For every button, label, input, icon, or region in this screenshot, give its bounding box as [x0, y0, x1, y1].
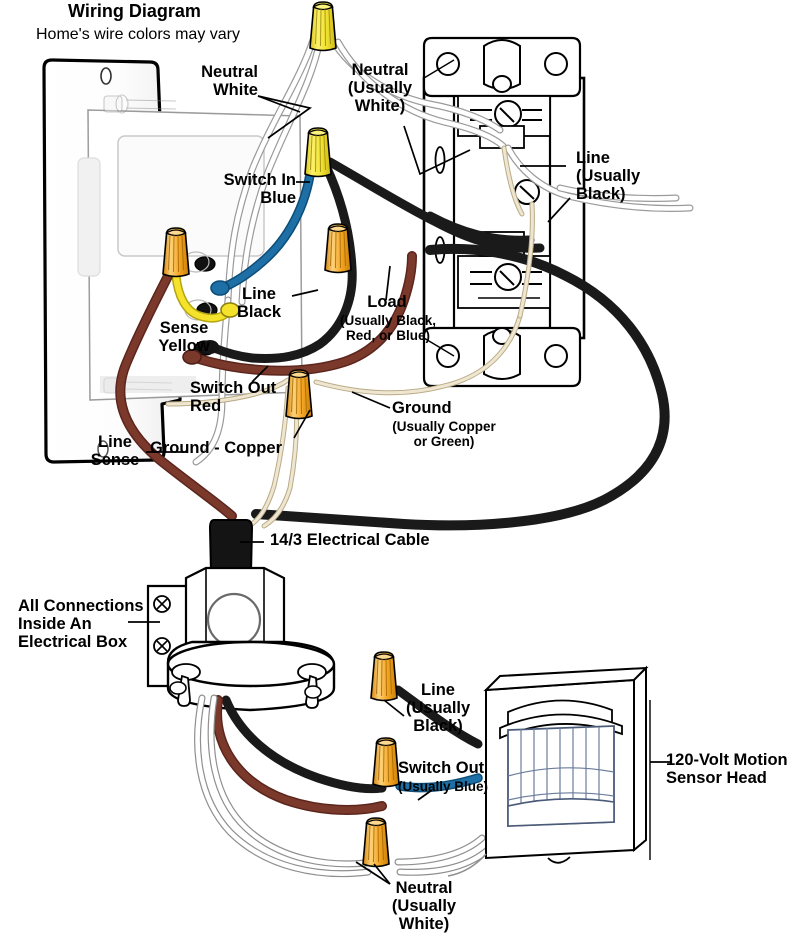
electrical-box-device	[422, 36, 586, 388]
label-all-connections: All Connections Inside An Electrical Box	[18, 597, 144, 651]
label-line-sense: Line Sense	[90, 433, 140, 469]
label-cable: 14/3 Electrical Cable	[270, 531, 430, 549]
motion-sensor-head	[447, 665, 649, 877]
wire-bundle-upper	[115, 34, 694, 531]
label-neutral-usually-white-bottom: Neutral (Usually White)	[391, 879, 457, 933]
wire-nut-line-bottom	[370, 651, 398, 702]
label-switch-in-blue: Switch In Blue	[223, 171, 296, 207]
label-line-usually-black-top: Line (Usually Black)	[576, 149, 641, 203]
label-line-usually-black-bottom: Line (Usually Black)	[406, 681, 471, 735]
dimmer-switch-body	[42, 58, 303, 464]
label-line-black: Line Black	[236, 285, 282, 321]
label-switch-out-bottom: Switch Out	[398, 759, 485, 777]
load-black-wire	[251, 243, 670, 531]
label-switch-out-bottom-sub: (Usually Blue)	[398, 779, 489, 794]
line-black-wire	[201, 157, 545, 363]
sense-yellow-wire	[171, 271, 240, 323]
wire-nut-neutral-top	[309, 1, 337, 52]
wire-bundle-lower	[194, 685, 496, 878]
label-switch-out-red: Switch Out Red	[190, 379, 277, 415]
wire-nut-load	[324, 223, 352, 274]
wire-nut-neutral-bottom	[362, 817, 390, 868]
label-ground: Ground	[392, 399, 452, 417]
ground-copper-wires	[165, 145, 535, 529]
label-sensor-head: 120-Volt Motion Sensor Head	[666, 751, 788, 787]
page-title: Wiring Diagram	[68, 1, 201, 21]
label-sense-yellow: Sense Yellow	[158, 319, 210, 355]
label-neutral-usually-white-top: Neutral (Usually White)	[338, 61, 422, 115]
leader-lines	[128, 95, 672, 885]
wire-nut-sense	[162, 227, 190, 278]
wire-nut-switch-in	[304, 127, 332, 178]
page-subtitle: Home's wire colors may vary	[36, 26, 240, 43]
switch-in-blue-wire	[210, 163, 316, 296]
line-sense-red-wire	[115, 271, 237, 521]
label-load: Load	[367, 293, 407, 311]
switch-out-red-wire	[182, 251, 417, 376]
label-neutral-top-text: Neutral (Usually White)	[347, 61, 413, 115]
label-load-sub: (Usually Black, Red, or Blue)	[339, 313, 437, 343]
round-junction-box	[146, 566, 336, 712]
label-ground-copper: Ground - Copper	[150, 439, 282, 457]
label-ground-sub: (Usually Copper or Green)	[392, 419, 496, 449]
wire-nut-switch-out-bottom	[372, 737, 400, 788]
label-neutral-white: Neutral White	[201, 63, 258, 99]
